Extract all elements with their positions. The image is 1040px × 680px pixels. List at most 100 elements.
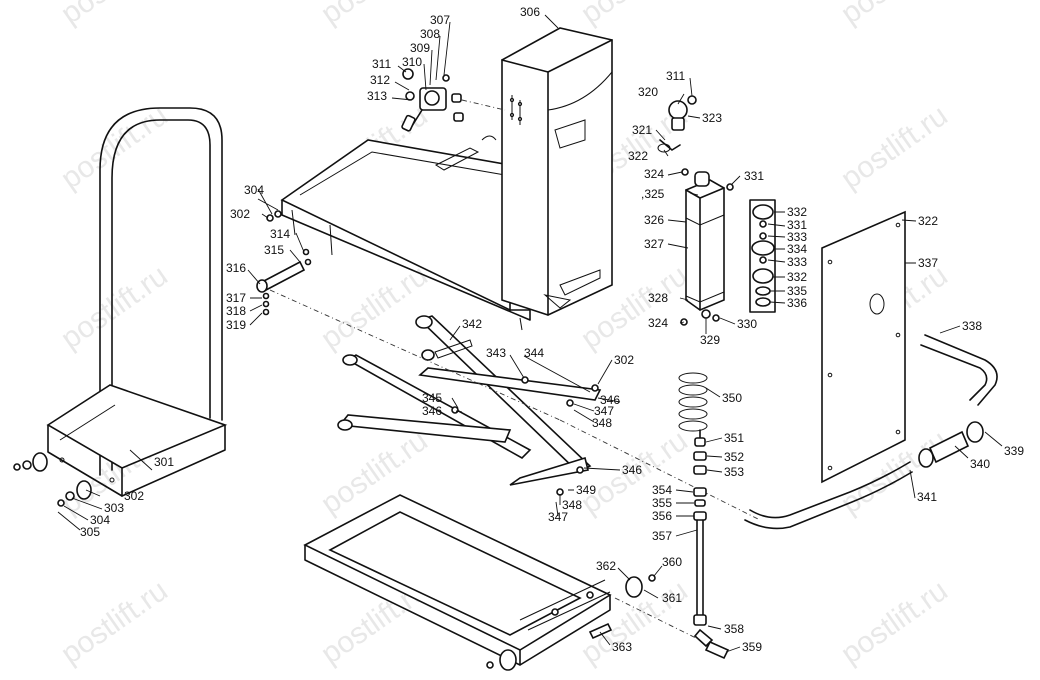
part-label: 320 (638, 85, 658, 99)
part-label: 340 (970, 457, 990, 471)
part-label: 323 (702, 111, 722, 125)
watermark: postlift.ru (55, 99, 174, 196)
part-label: 322 (918, 214, 938, 228)
base-frame (303, 494, 612, 666)
part-label: 357 (652, 529, 672, 543)
part-label: 314 (270, 227, 290, 241)
part-label: 362 (596, 559, 616, 573)
hydraulic-cylinder (680, 168, 734, 326)
part-label: 315 (264, 243, 284, 257)
part-label: 335 (787, 284, 807, 298)
watermark: postlift.ru (55, 574, 174, 671)
part-label: 312 (370, 73, 390, 87)
part-label: 309 (410, 41, 430, 55)
coiled-hose (678, 372, 708, 439)
part-label: 326 (644, 213, 664, 227)
watermark: postlift.ru (835, 0, 954, 31)
part-label: 321 (632, 123, 652, 137)
hose-fittings-column (693, 437, 730, 660)
watermark: postlift.ru (315, 259, 434, 356)
part-label: 360 (662, 555, 682, 569)
part-label: 351 (724, 431, 744, 445)
part-label: 322 (628, 149, 648, 163)
part-label: 316 (226, 261, 246, 275)
part-label: 304 (90, 513, 110, 527)
part-label: 327 (644, 237, 664, 251)
part-label: 306 (520, 5, 540, 19)
part-label: 344 (524, 346, 544, 360)
handle-fasteners (13, 452, 92, 507)
base-rollers (486, 574, 701, 671)
part-label: 307 (430, 13, 450, 27)
part-label: 302 (124, 489, 144, 503)
part-label: 352 (724, 450, 744, 464)
watermark: postlift.ru (835, 99, 954, 196)
part-label: 342 (462, 317, 482, 331)
watermark: postlift.ru (575, 0, 694, 31)
pump-column (501, 27, 613, 316)
part-label: 310 (402, 55, 422, 69)
part-label: 338 (962, 319, 982, 333)
part-label: 339 (1004, 444, 1024, 458)
part-label: 311 (666, 69, 685, 83)
part-label: 355 (652, 496, 672, 510)
part-label: 347 (594, 404, 614, 418)
part-label: 358 (724, 622, 744, 636)
part-label: 305 (80, 525, 100, 539)
pivot-pin (256, 210, 312, 316)
part-label: 311 (372, 57, 391, 71)
watermark: postlift.ru (835, 574, 954, 671)
part-label: 333 (787, 255, 807, 269)
part-label: 319 (226, 318, 246, 332)
top-platform (280, 135, 531, 331)
part-label: 331 (787, 218, 807, 232)
part-label: 336 (787, 296, 807, 310)
part-label: 343 (486, 346, 506, 360)
part-label: 329 (700, 333, 720, 347)
part-label: 346 (422, 404, 442, 418)
part-label: 332 (787, 270, 807, 284)
part-label: 330 (737, 317, 757, 331)
part-label: 304 (244, 183, 264, 197)
part-label: 346 (622, 463, 642, 477)
seal-kit (749, 199, 776, 313)
part-label: 301 (154, 455, 174, 469)
elbow-fitting (657, 95, 697, 153)
part-label: 354 (652, 483, 672, 497)
watermark: postlift.ru (315, 0, 434, 31)
watermark: postlift.ru (55, 0, 174, 31)
part-label: 345 (422, 391, 442, 405)
part-label: 341 (917, 490, 937, 504)
return-hose (744, 334, 998, 530)
part-label: 348 (562, 498, 582, 512)
part-label: 346 (600, 393, 620, 407)
part-labels: 306 307 308 309 310 311 312 313 311 320 … (80, 5, 1024, 654)
part-label: 359 (742, 640, 762, 654)
part-label: 334 (787, 242, 807, 256)
part-label: 328 (648, 291, 668, 305)
part-label: 332 (787, 205, 807, 219)
part-label: 302 (614, 353, 634, 367)
part-label: 347 (548, 510, 568, 524)
leader-lines (57, 14, 1003, 653)
part-label: 324 (644, 167, 664, 181)
part-label: 356 (652, 509, 672, 523)
handle-frame (46, 107, 228, 497)
part-label: 308 (420, 27, 440, 41)
valve-block (401, 68, 506, 132)
part-label: 363 (612, 640, 632, 654)
part-label: 324 (648, 316, 668, 330)
part-label: 349 (576, 483, 596, 497)
scissor-arms (269, 289, 761, 521)
part-label: 353 (724, 465, 744, 479)
part-label: 348 (592, 416, 612, 430)
part-label: 350 (722, 391, 742, 405)
part-label: 333 (787, 230, 807, 244)
watermark: postlift.ru (55, 259, 174, 356)
cover-plate (821, 210, 906, 484)
part-label: 317 (226, 291, 246, 305)
part-label: 361 (662, 591, 682, 605)
part-label: 318 (226, 304, 246, 318)
